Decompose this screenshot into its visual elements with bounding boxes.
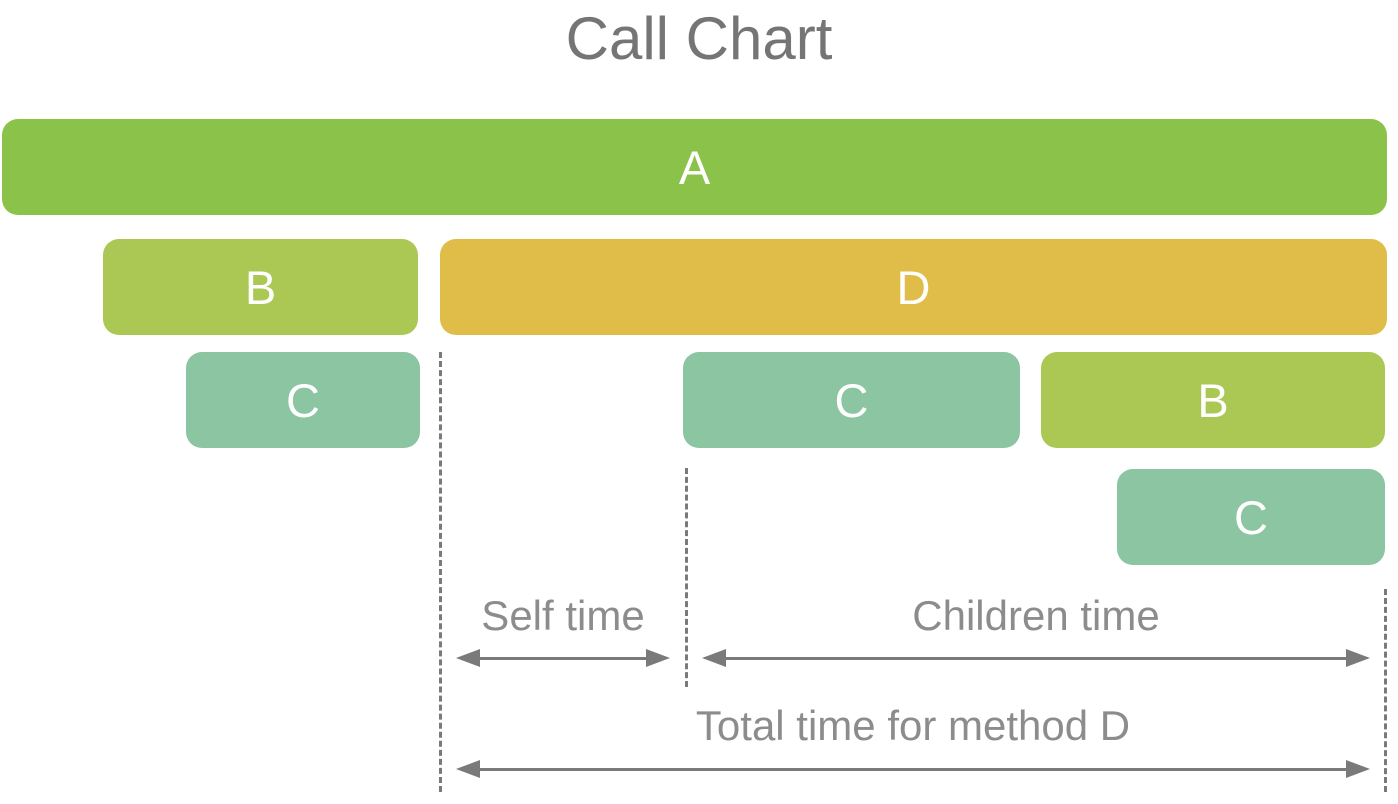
- bar-c2: C: [683, 352, 1020, 448]
- self-time-arrow-head-right: [646, 649, 670, 667]
- self-time-arrow-head-left: [456, 649, 480, 667]
- total-time-arrow-head-left: [456, 760, 480, 778]
- bar-b1: B: [103, 239, 418, 335]
- bar-a: A: [2, 119, 1387, 215]
- bar-c3: C: [1117, 469, 1385, 565]
- bar-b2-label: B: [1197, 373, 1229, 427]
- total-time-arrow-line: [477, 767, 1349, 771]
- guide-d-end: [1383, 589, 1387, 792]
- children-time-arrow-head-left: [702, 649, 726, 667]
- guide-d-start: [438, 352, 442, 792]
- children-time-label: Children time: [912, 592, 1160, 639]
- bar-c1-label: C: [286, 373, 320, 427]
- total-time-arrow-head-right: [1346, 760, 1370, 778]
- page-title: Call Chart: [565, 5, 833, 72]
- bar-b1-label: B: [244, 260, 277, 314]
- children-time-arrow-head-right: [1346, 649, 1370, 667]
- bar-b2: B: [1041, 352, 1385, 448]
- bar-c1: C: [186, 352, 420, 448]
- bar-a-label: A: [678, 140, 711, 194]
- bar-c2-label: C: [834, 373, 869, 427]
- bar-d: D: [440, 239, 1387, 335]
- self-time-arrow-line: [477, 656, 649, 660]
- children-time-arrow-line: [723, 656, 1349, 660]
- bar-d-label: D: [896, 260, 931, 314]
- self-time-label: Self time: [481, 592, 645, 639]
- guide-children-start: [684, 468, 688, 687]
- total-time-label: Total time for method D: [695, 702, 1131, 749]
- bar-c3-label: C: [1234, 490, 1268, 544]
